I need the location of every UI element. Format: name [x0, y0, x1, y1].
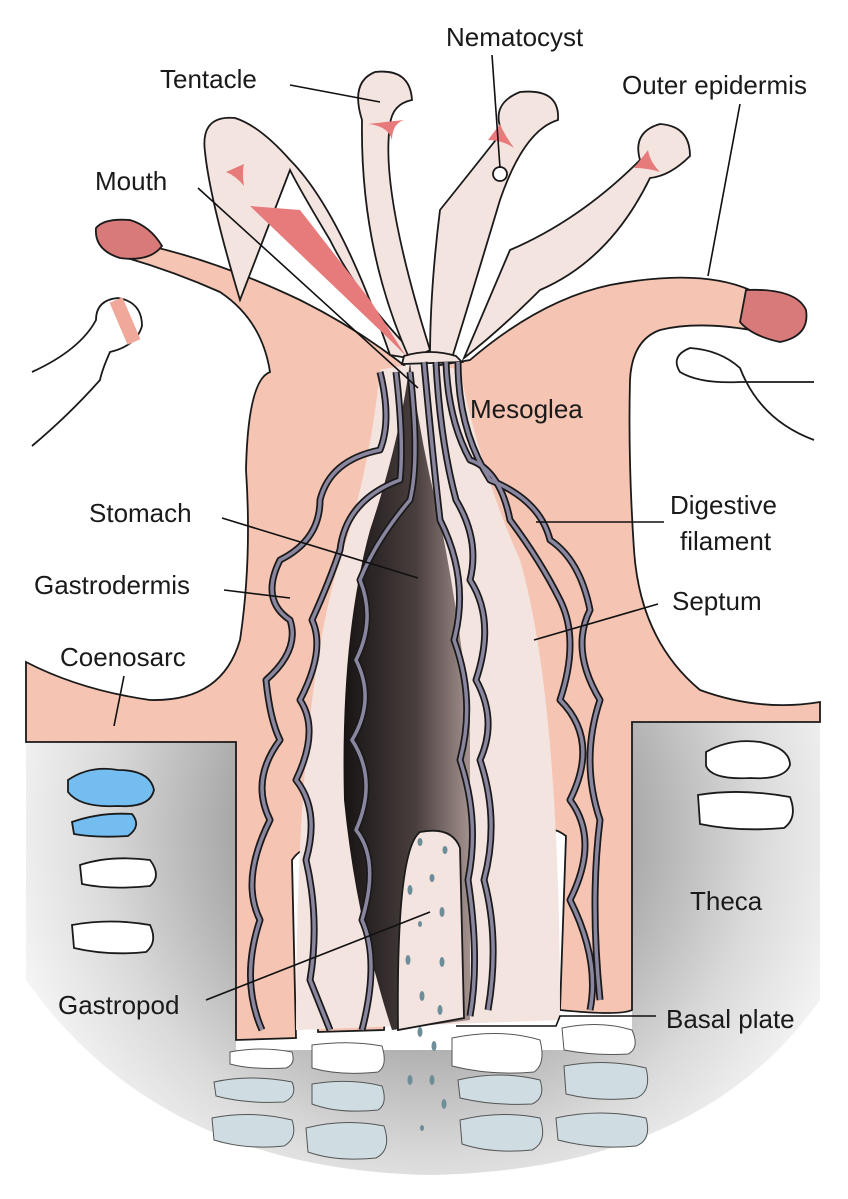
- label-theca: Theca: [690, 886, 763, 916]
- gastropod-pores: [405, 838, 448, 1131]
- theca-skeleton: [26, 722, 820, 1175]
- label-digestive: Digestive: [670, 490, 777, 520]
- neighbour-polyps: [31, 297, 815, 447]
- label-mesoglea: Mesoglea: [470, 394, 583, 424]
- septa-filaments: [250, 362, 604, 1030]
- outer-epidermis-bulbs: [95, 218, 808, 343]
- label-filament: filament: [680, 526, 772, 556]
- label-septum: Septum: [672, 586, 762, 616]
- label-gastrodermis: Gastrodermis: [34, 570, 190, 600]
- label-outer-epidermis: Outer epidermis: [622, 70, 807, 100]
- leader-lines: [113, 54, 741, 1027]
- label-gastropod: Gastropod: [58, 990, 179, 1020]
- tentacles: [203, 70, 691, 362]
- label-nematocyst: Nematocyst: [446, 22, 584, 52]
- labels: Nematocyst Tentacle Outer epidermis Mout…: [34, 22, 807, 1034]
- label-tentacle: Tentacle: [160, 64, 257, 94]
- gastric-cavity: [296, 362, 560, 1032]
- mouth-opening: [400, 351, 465, 365]
- label-coenosarc: Coenosarc: [60, 642, 186, 672]
- label-basal-plate: Basal plate: [666, 1004, 795, 1034]
- label-mouth: Mouth: [95, 166, 167, 196]
- label-stomach: Stomach: [89, 498, 192, 528]
